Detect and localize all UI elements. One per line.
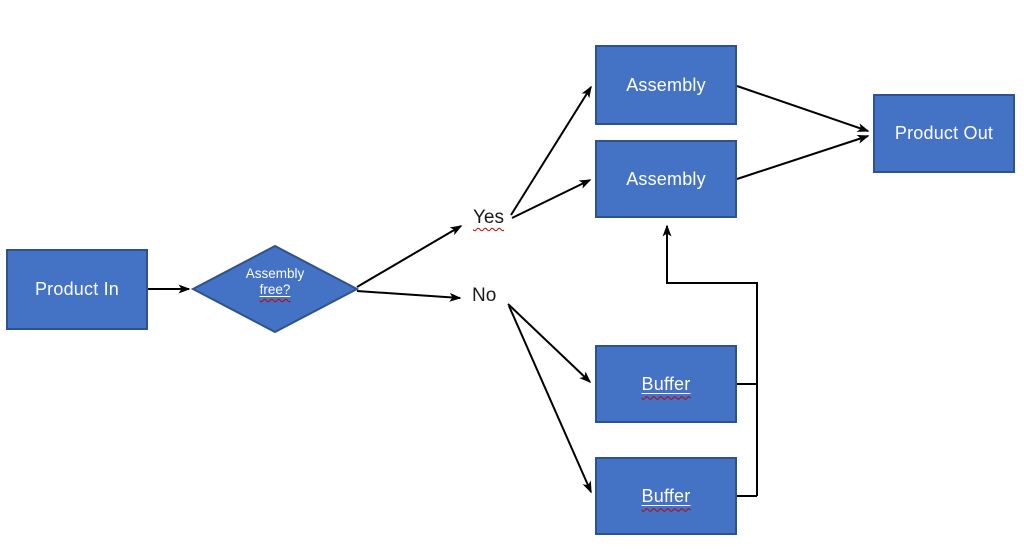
edge-decision-to-yes xyxy=(356,225,463,288)
node-assembly-top-label: Assembly xyxy=(626,74,706,95)
node-assembly-top: Assembly xyxy=(595,45,737,125)
edge-label-yes: Yes xyxy=(473,207,504,228)
node-assembly-bottom: Assembly xyxy=(595,140,737,218)
decision-diamond-shape xyxy=(190,244,360,334)
node-product-in-label: Product In xyxy=(34,279,120,299)
edge-yes-to-assembly-top xyxy=(510,85,592,216)
node-assembly-bottom-label: Assembly xyxy=(626,168,706,189)
edge-yes-to-assembly-bottom xyxy=(511,179,592,219)
edge-buffers-to-assembly-bottom xyxy=(662,224,758,496)
edge-no-to-buffer-bottom xyxy=(508,305,592,494)
edge-assembly-top-to-productout xyxy=(736,85,870,132)
edge-assembly-bottom-to-productout xyxy=(736,134,870,180)
decision-label-line2: free? xyxy=(259,281,291,297)
node-buffer-top-label: Buffer xyxy=(641,373,691,394)
edge-no-to-buffer-top xyxy=(507,303,592,384)
edge-decision-to-no xyxy=(356,290,462,302)
decision-label-line1: Assembly xyxy=(245,266,305,281)
node-decision-label: Assembly free? xyxy=(205,266,345,298)
node-buffer-top: Buffer xyxy=(595,345,737,423)
node-product-in: Product In xyxy=(6,249,148,330)
node-product-out: Product Out xyxy=(873,94,1015,173)
node-buffer-bottom-label: Buffer xyxy=(641,485,691,506)
node-buffer-bottom: Buffer xyxy=(595,457,737,535)
node-product-out-label: Product Out xyxy=(894,123,994,143)
edge-label-no: No xyxy=(472,285,497,306)
